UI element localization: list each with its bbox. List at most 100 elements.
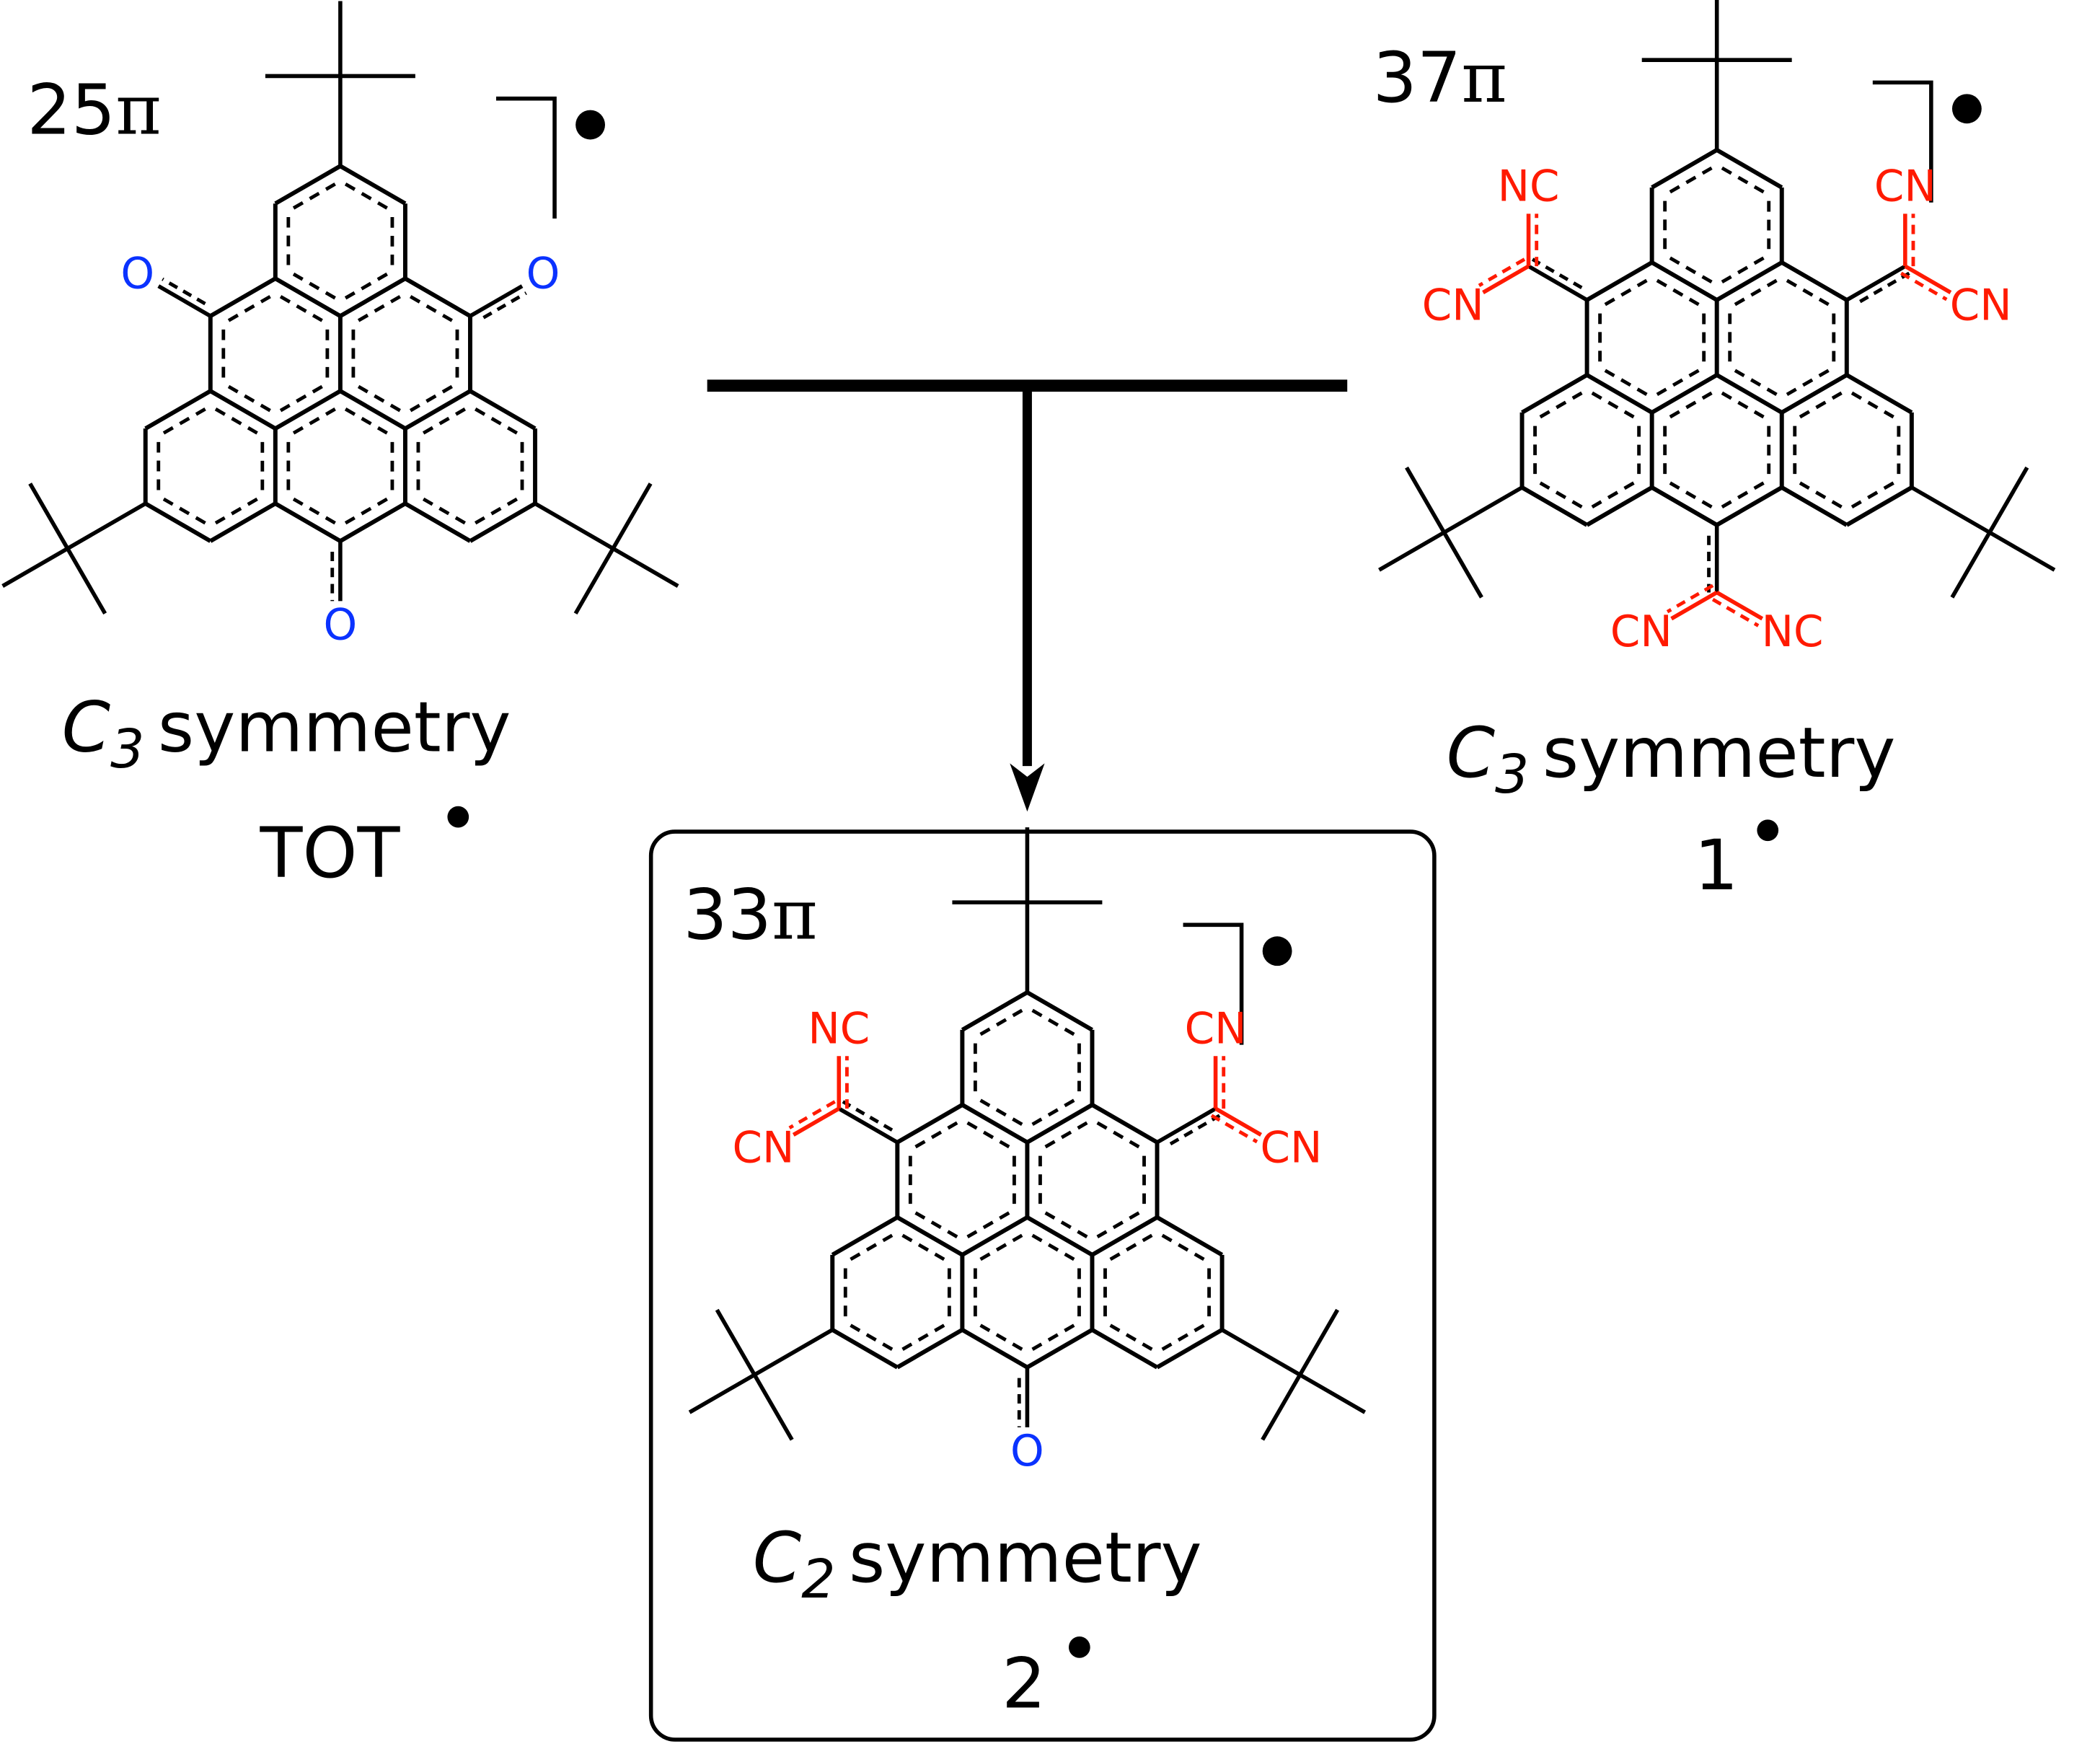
bond [1156,1328,1224,1370]
aromatic-bond [1591,481,1635,509]
aromatic-bond [214,497,258,525]
aromatic-bond [979,1233,1023,1261]
symmetry-subscript: 3 [110,718,144,780]
aromatic-bond [1799,391,1843,419]
bond [274,501,342,543]
bond [896,1328,963,1370]
aromatic-bond [1096,1211,1140,1238]
aromatic-bond [474,407,519,435]
aromatic-bond [162,407,206,435]
tbutyl-bond [1299,1373,1367,1414]
cyano-bond [1478,257,1526,287]
bond [1651,485,1719,527]
cyano-bond [792,1106,840,1137]
cyano-bond [1711,598,1760,627]
aromatic-bond [1109,1233,1153,1261]
aromatic-bond [1031,1098,1075,1126]
tbutyl-bond [1,547,69,588]
symmetry-word: symmetry [158,687,511,768]
compound-label-2: 2 [1002,1642,1046,1724]
aromatic-bond [292,272,336,300]
tbutyl-bond [1221,1328,1302,1377]
tbutyl-bond [66,501,147,550]
bond [1025,1215,1093,1257]
bond [1090,1328,1159,1370]
symmetry-letter: C [753,1517,802,1598]
aromatic-bond [1786,278,1830,307]
bond [1586,373,1654,415]
radical-bracket [1183,922,1244,1045]
exocyclic-bond [837,1106,899,1145]
bond [339,164,407,206]
aromatic-bond [227,295,271,322]
compound-label-1: 1 [1694,824,1738,906]
aromatic-bond [966,1211,1010,1238]
pi-symbol: π [772,874,817,956]
aromatic-bond [966,1121,1010,1149]
aromatic-bond [979,1098,1023,1126]
symmetry-word: symmetry [1543,712,1896,793]
bond [1025,1103,1093,1145]
bond [144,389,212,431]
aromatic-bond [1161,1233,1205,1261]
bond [831,1328,899,1370]
bond [404,276,472,318]
tbutyl-bond [1950,466,2029,599]
bond [339,276,407,318]
bond [339,501,407,543]
radical-dot-tot-label [447,806,469,828]
cyano-bond [1900,271,1948,301]
bond [1586,485,1654,527]
bond [896,1215,963,1257]
aromatic-bond [1031,1233,1075,1261]
aromatic-bond [422,407,466,435]
radical-dot [1951,94,1982,124]
radical-bracket [1872,80,1933,203]
pi-symbol: π [115,69,161,151]
bond [1651,148,1719,190]
aromatic-bond [474,497,519,525]
bond [831,1215,899,1257]
cyano-group: CN [1610,607,1672,657]
aromatic-bond [162,497,206,525]
radical-dot [1262,936,1292,966]
aromatic-bond [292,497,336,525]
bond [1716,373,1783,415]
aromatic-bond [1044,1121,1088,1149]
bond [1845,485,1913,527]
bond [961,1103,1028,1145]
aromatic-bond [344,407,388,435]
aromatic-bond [1850,391,1894,419]
aromatic-bond [1721,391,1765,419]
bond [1651,373,1719,415]
bond [209,389,277,431]
bond [1586,260,1654,302]
aromatic-bond [1031,1008,1075,1036]
aromatic-bond [344,182,388,210]
cyano-group: CN [1950,281,2012,331]
aromatic-bond [1799,481,1843,509]
aromatic-bond [1721,481,1765,509]
bond [274,276,342,318]
tbutyl-bond [1378,530,1445,572]
pi-count-label-1: 37π [1372,37,1506,118]
bond [469,501,537,543]
bond [1090,1215,1159,1257]
aromatic-bond [1604,278,1648,307]
aromatic-bond [344,497,388,525]
cyano-group: NC [1762,607,1824,657]
aromatic-bond [1734,278,1778,307]
cyano-bond [1482,264,1530,294]
bond [1781,373,1848,415]
tbutyl-bond [1443,485,1523,534]
compound-name: 1 [1694,824,1738,906]
aromatic-bond [422,497,466,525]
tbutyl-bond [534,501,614,550]
aromatic-bond [1591,391,1635,419]
tbutyl-bond [688,1373,756,1414]
bond [961,990,1028,1032]
